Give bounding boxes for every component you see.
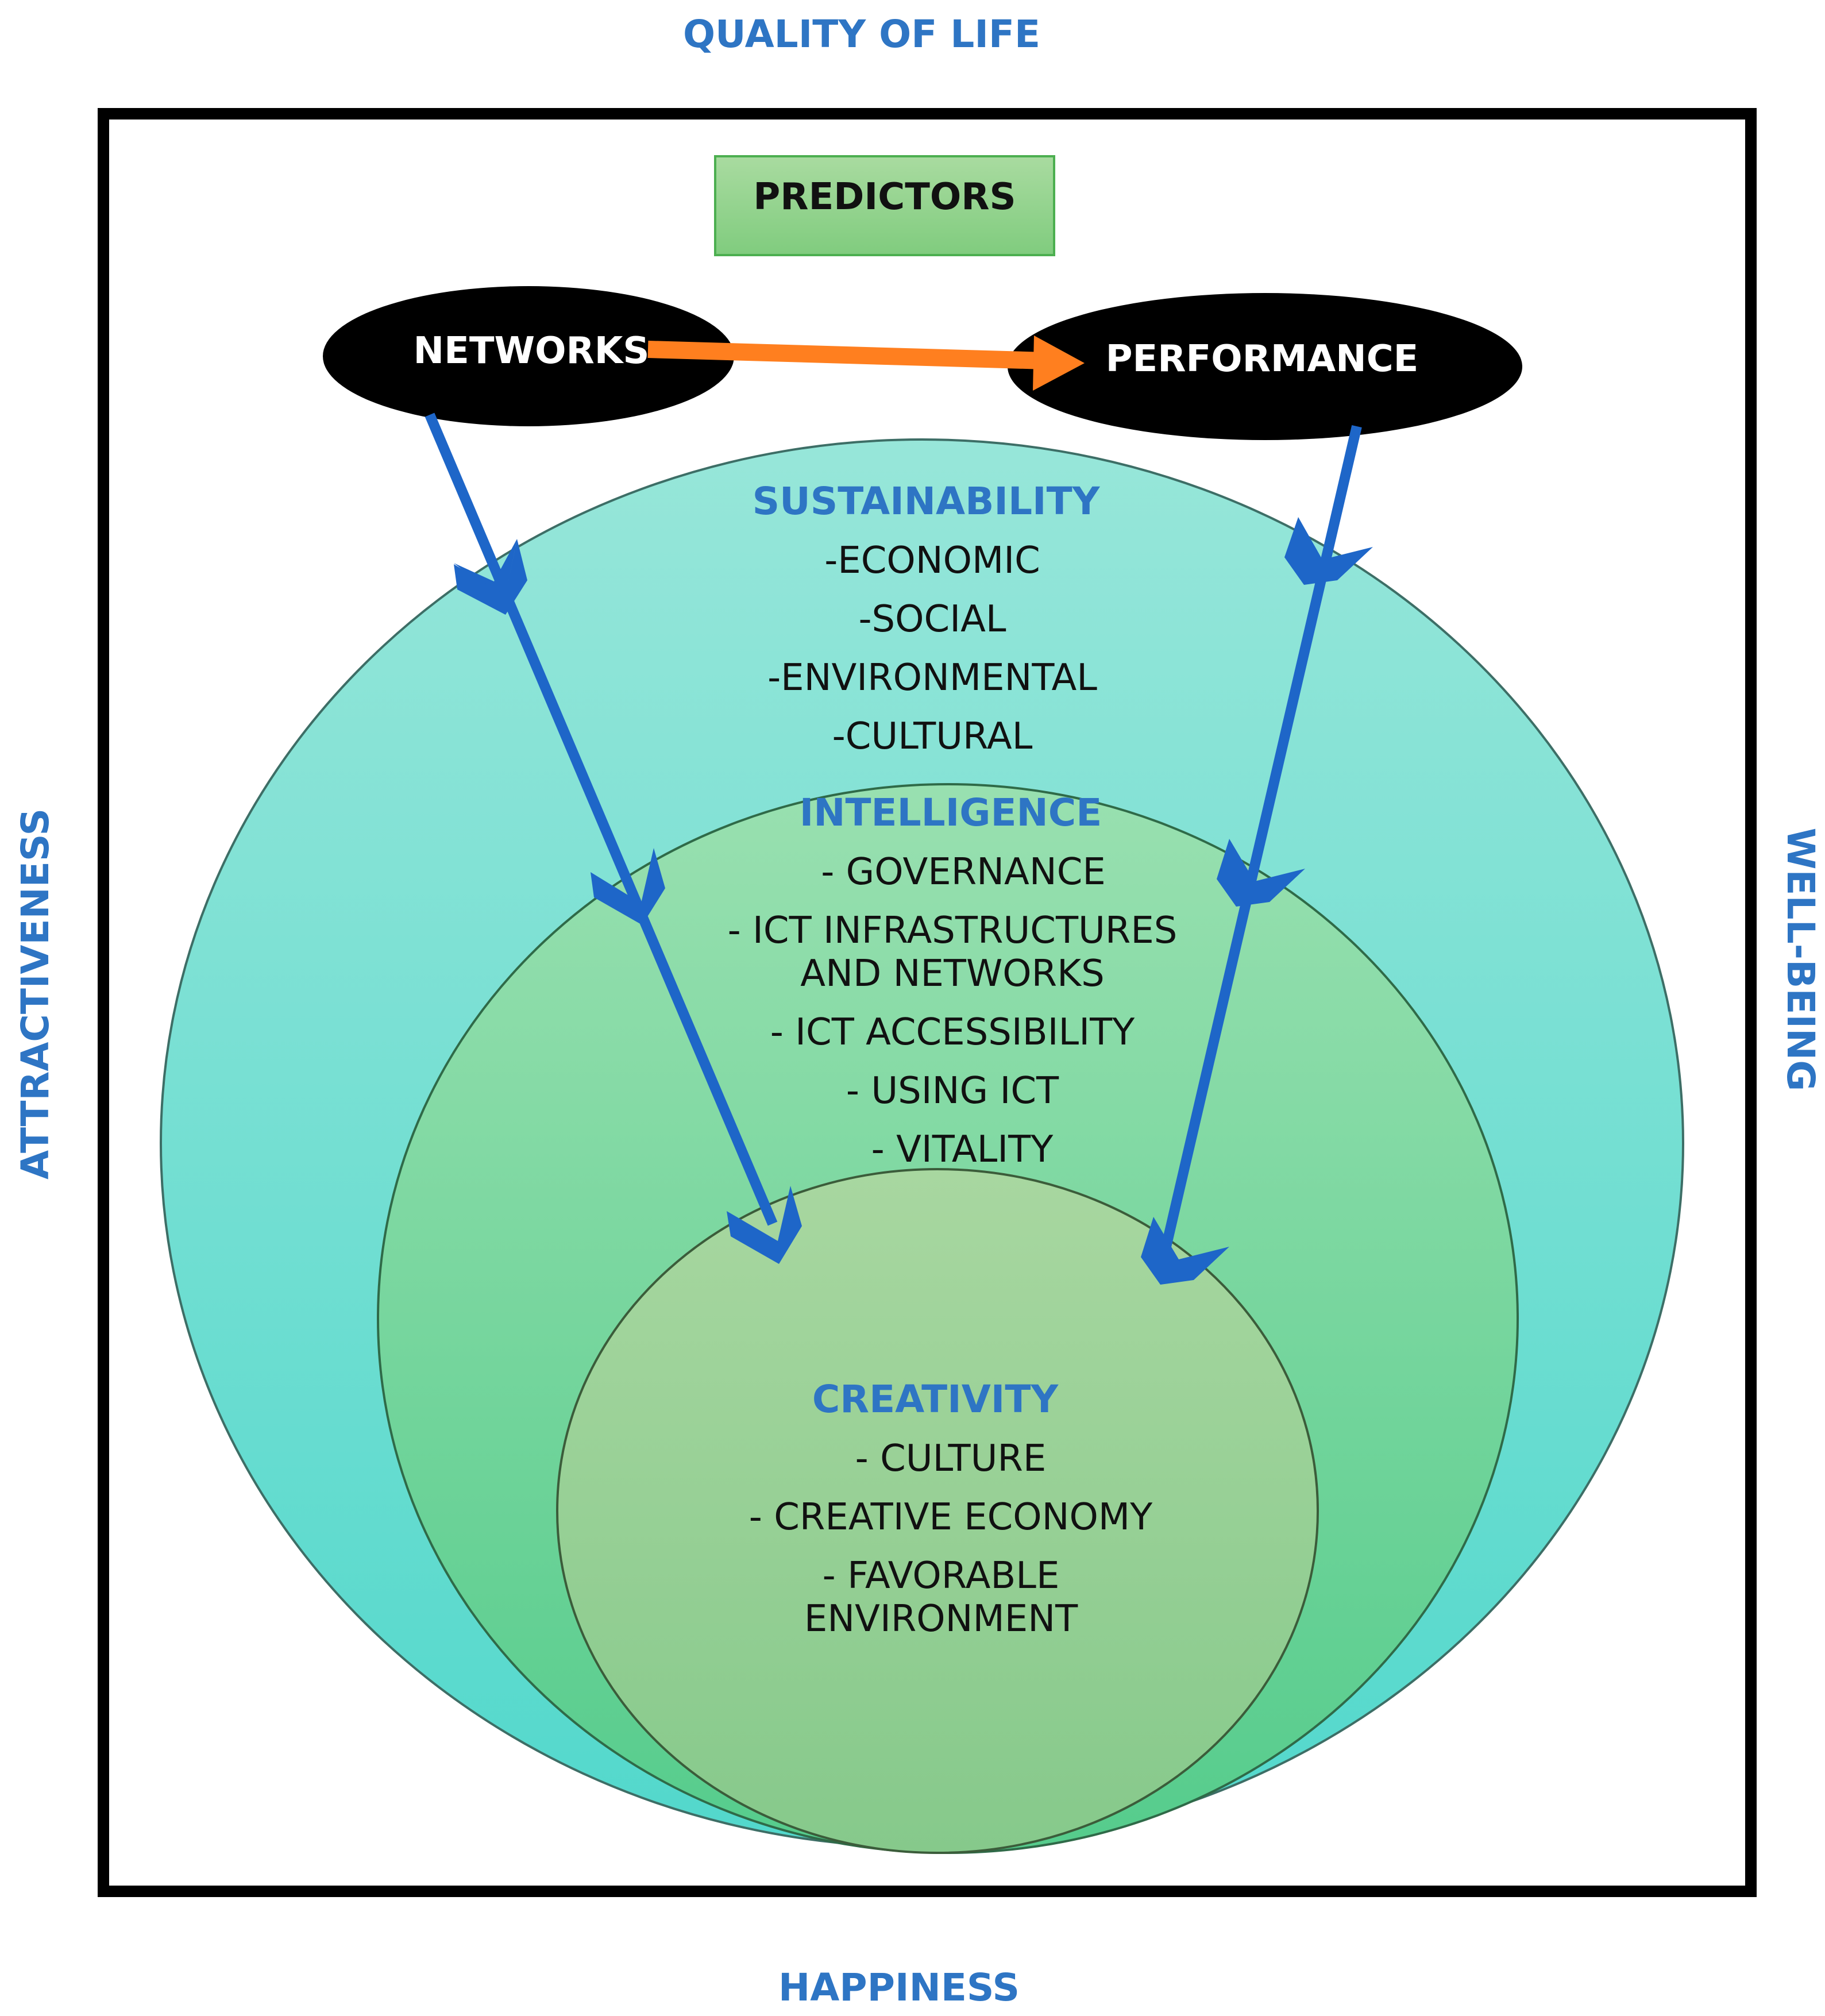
intelligence-item: - VITALITY bbox=[871, 1128, 1054, 1171]
creativity-circle bbox=[556, 1168, 1319, 1854]
orange-arrow-shaft bbox=[647, 341, 1046, 369]
sustainability-item: -ECONOMIC bbox=[824, 539, 1040, 582]
blue-arrow-left-shaft bbox=[425, 413, 778, 1226]
outer-label-left: ATTRACTIVENESS bbox=[13, 808, 57, 1179]
performance-label: PERFORMANCE bbox=[1106, 338, 1419, 380]
outer-label-bottom: HAPPINESS bbox=[778, 1965, 1020, 2010]
creativity-item: - FAVORABLE bbox=[823, 1555, 1060, 1597]
intelligence-title: INTELLIGENCE bbox=[800, 791, 1102, 835]
blue-arrowhead-left-1 bbox=[454, 539, 517, 602]
performance-node bbox=[1008, 293, 1522, 440]
outer-label-right: WELL-BEING bbox=[1778, 828, 1823, 1092]
intelligence-item: - GOVERNANCE bbox=[821, 851, 1106, 893]
predictors-label: PREDICTORS bbox=[753, 176, 1016, 218]
blue-arrowhead-right-3 bbox=[1141, 1217, 1229, 1285]
intelligence-item: - USING ICT bbox=[846, 1070, 1059, 1112]
predictors-box bbox=[714, 155, 1055, 256]
sustainability-item: -CULTURAL bbox=[832, 715, 1033, 758]
sustainability-item: -SOCIAL bbox=[858, 598, 1006, 641]
blue-arrowhead-right-1 bbox=[1284, 517, 1373, 585]
creativity-item: - CULTURE bbox=[855, 1437, 1047, 1480]
sustainability-item: -ENVIRONMENTAL bbox=[767, 657, 1097, 699]
frame-border bbox=[98, 108, 1757, 1897]
blue-arrowhead-left-3 bbox=[727, 1186, 802, 1264]
sustainability-title: SUSTAINABILITY bbox=[753, 479, 1101, 523]
intelligence-item: AND NETWORKS bbox=[800, 953, 1104, 995]
blue-arrowhead-left-2 bbox=[591, 848, 665, 925]
orange-arrowhead bbox=[1033, 336, 1085, 391]
outer-label-top: QUALITY OF LIFE bbox=[683, 12, 1040, 56]
blue-arrowhead-right-2 bbox=[1217, 839, 1305, 907]
intelligence-item: - ICT ACCESSIBILITY bbox=[770, 1011, 1135, 1054]
creativity-title: CREATIVITY bbox=[812, 1377, 1059, 1421]
creativity-item: ENVIRONMENT bbox=[804, 1598, 1078, 1640]
networks-node bbox=[323, 286, 734, 426]
blue-arrowhead-left-1b bbox=[454, 539, 527, 615]
networks-label: NETWORKS bbox=[414, 330, 650, 372]
intelligence-item: - ICT INFRASTRUCTURES bbox=[728, 909, 1178, 952]
creativity-item: - CREATIVE ECONOMY bbox=[749, 1496, 1153, 1539]
